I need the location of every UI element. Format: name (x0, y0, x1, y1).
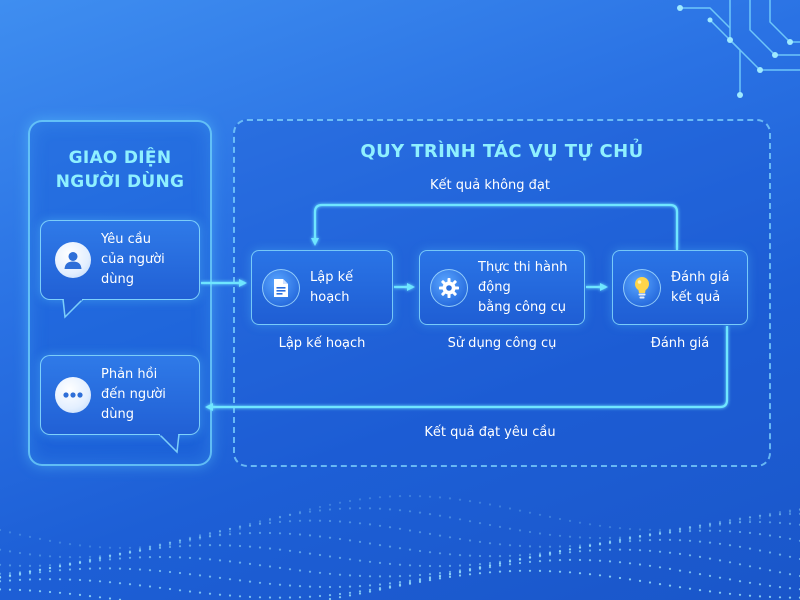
arrow-loop-back-to-plan (311, 203, 679, 250)
arrow-success-to-response (205, 326, 729, 411)
request-label-line2: của người dùng (101, 252, 165, 287)
user-response-bubble: Phản hồi đến người dùng (40, 355, 200, 454)
user-interface-title-line1: GIAO DIỆN (68, 148, 172, 168)
step-evaluate-caption: Đánh giá (650, 336, 710, 351)
bubble-tail (157, 434, 180, 454)
document-icon (262, 268, 300, 307)
success-label: Kết quả đạt yêu cầu (424, 425, 556, 440)
step-evaluate-label-line1: Đánh giá (671, 269, 730, 285)
step-evaluate: Đánh giá kết quả (612, 250, 748, 325)
gear-icon (430, 268, 468, 307)
response-label-line1: Phản hồi (101, 367, 158, 382)
user-interface-title-line2: NGƯỜI DÙNG (55, 172, 185, 192)
step-planning-caption: Lập kế hoạch (278, 336, 366, 351)
loop-back-label: Kết quả không đạt (429, 178, 550, 193)
lightbulb-icon (623, 268, 661, 307)
circuit-decoration (677, 0, 800, 98)
response-label-line2: đến người dùng (101, 387, 166, 422)
chat-dots-icon (55, 377, 91, 413)
user-interface-title: GIAO DIỆN NGƯỜI DÙNG (30, 146, 210, 194)
request-label-line1: Yêu cầu (101, 232, 151, 247)
workflow-title: QUY TRÌNH TÁC VỤ TỰ CHỦ (360, 141, 644, 162)
step-execute-label-line2: bằng công cụ (478, 299, 566, 315)
step-planning: Lập kế hoạch (251, 250, 393, 325)
user-request-bubble: Yêu cầu của người dùng (40, 220, 200, 319)
step-planning-label: Lập kế hoạch (310, 269, 354, 305)
step-execute-caption: Sử dụng công cụ (447, 336, 557, 351)
bubble-tail (62, 299, 85, 319)
step-evaluate-label-line2: kết quả (671, 289, 721, 305)
user-icon (55, 242, 91, 278)
step-execute: Thực thi hành động bằng công cụ (419, 250, 585, 325)
particle-wave-decoration (0, 494, 800, 600)
step-execute-label-line1: Thực thi hành động (478, 259, 568, 295)
